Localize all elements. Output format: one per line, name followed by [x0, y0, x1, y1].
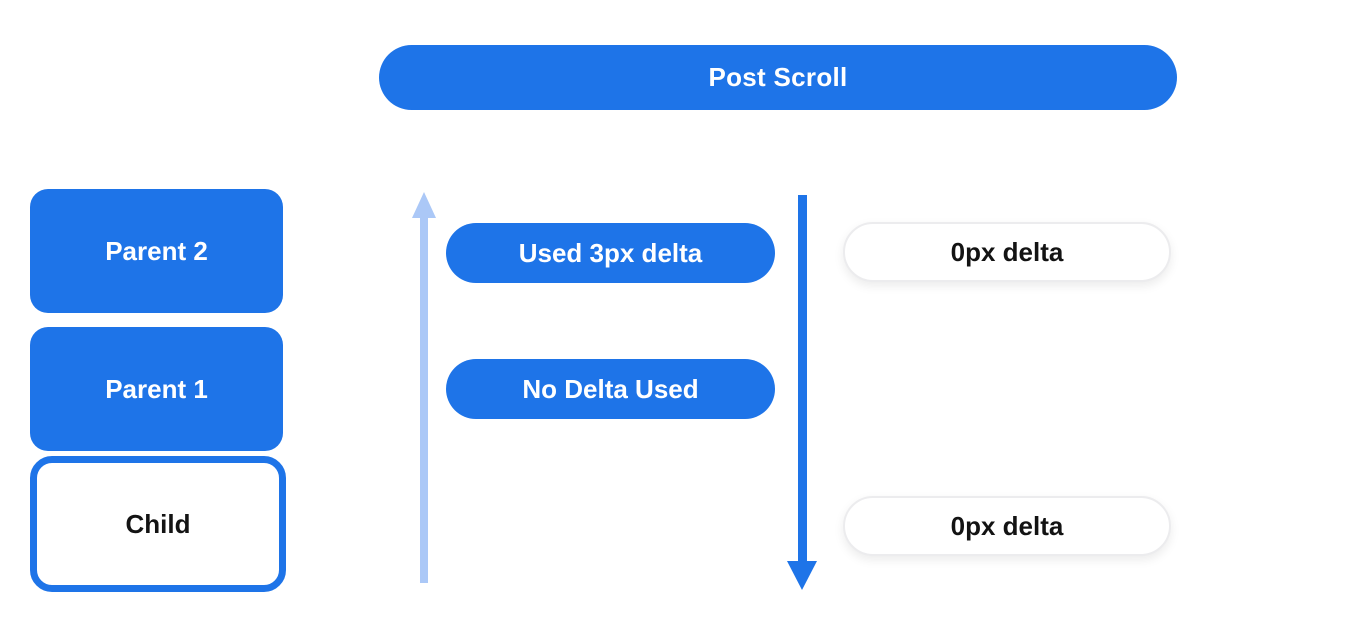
parent2-box: Parent 2 [30, 189, 283, 313]
used-delta-pill: Used 3px delta [446, 223, 775, 283]
parent1-box: Parent 1 [30, 327, 283, 451]
up-arrow-shaft [420, 216, 428, 583]
down-arrow-shaft [798, 195, 807, 562]
zero-delta-pill-top: 0px delta [843, 222, 1171, 282]
no-delta-used-pill: No Delta Used [446, 359, 775, 419]
child-box: Child [30, 456, 286, 592]
up-arrow-head [412, 192, 436, 218]
zero-delta-pill-bottom: 0px delta [843, 496, 1171, 556]
down-arrow-head [787, 561, 817, 590]
post-scroll-header: Post Scroll [379, 45, 1177, 110]
